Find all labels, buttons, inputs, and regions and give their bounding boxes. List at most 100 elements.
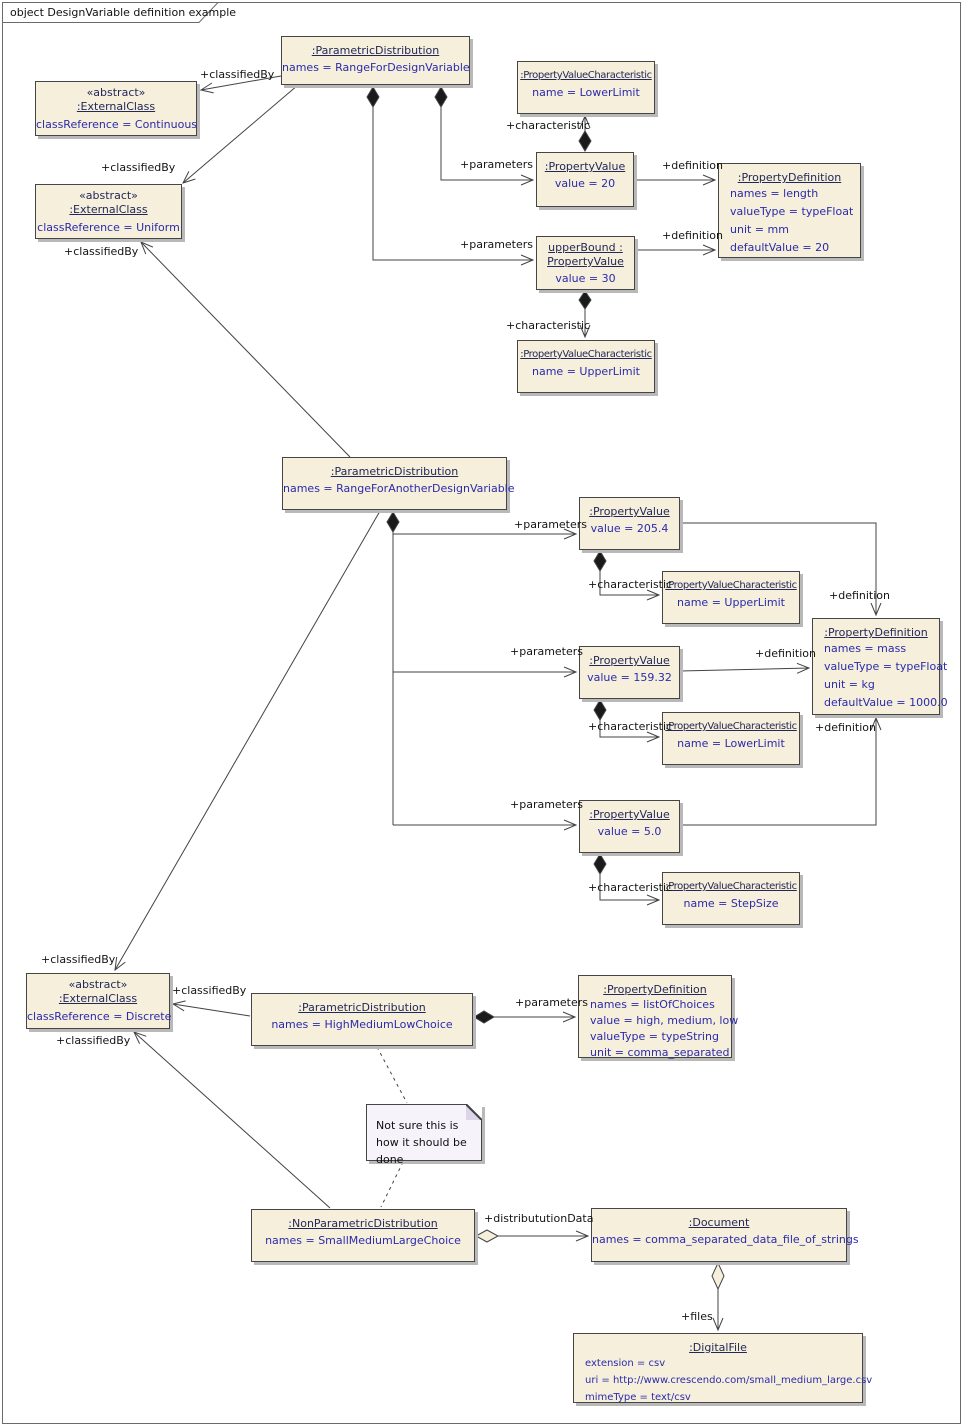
object-title: :PropertyValueCharacteristic xyxy=(520,70,652,81)
object-attr: name = LowerLimit xyxy=(677,737,785,750)
object-title: :PropertyValue xyxy=(589,505,670,518)
object-pvc-step-size[interactable]: :PropertyValueCharacteristic name = Step… xyxy=(662,872,800,925)
object-title: upperBound : xyxy=(548,241,623,254)
object-title: :PropertyDefinition xyxy=(737,171,842,184)
edge-label-classified-by: +classifiedBy xyxy=(101,161,176,174)
object-attr: value = 30 xyxy=(555,272,616,285)
edge-range-parameters-upperbound[interactable] xyxy=(366,86,533,260)
stereotype-label: «abstract» xyxy=(68,978,128,991)
edge-pv20-characteristic[interactable] xyxy=(578,116,592,152)
object-title: :ParametricDistribution xyxy=(311,44,440,57)
object-range-for-design-variable[interactable]: :ParametricDistribution names = RangeFor… xyxy=(281,36,470,85)
edge-label-parameters: +parameters xyxy=(460,238,534,251)
object-property-definition-list-of-choices[interactable]: :PropertyDefinition names = listOfChoice… xyxy=(578,975,738,1059)
object-pvc-upper-limit[interactable]: :PropertyValueCharacteristic name = Uppe… xyxy=(517,340,655,393)
object-attr: name = UpperLimit xyxy=(677,596,785,609)
edge-label-definition: +definition xyxy=(815,721,876,734)
object-attr: defaultValue = 20 xyxy=(730,241,830,254)
edge-label-parameters: +parameters xyxy=(514,518,588,531)
object-attr: value = 205.4 xyxy=(590,522,669,535)
edge-document-files[interactable] xyxy=(711,1261,725,1330)
edge-label-definition: +definition xyxy=(829,589,890,602)
object-property-value-20[interactable]: :PropertyValue value = 20 xyxy=(536,152,634,207)
stereotype-label: «abstract» xyxy=(86,86,146,99)
object-attr: valueType = typeFloat xyxy=(730,205,854,218)
edge-anotherrange-to-discrete[interactable] xyxy=(115,510,381,970)
edge-anotherrange-to-uniform[interactable] xyxy=(141,242,351,458)
object-attr: extension = csv xyxy=(585,1358,666,1369)
edge-pv205-characteristic[interactable] xyxy=(593,550,659,595)
edge-label-distribution-data: +distribututionData xyxy=(484,1212,594,1225)
edge-pv5-definition[interactable] xyxy=(680,718,876,826)
edge-pv159-characteristic[interactable] xyxy=(593,699,659,737)
edge-pv5-characteristic[interactable] xyxy=(593,853,659,900)
edge-range-to-continuous[interactable] xyxy=(201,75,282,90)
object-property-definition-mass[interactable]: :PropertyDefinition names = mass valueTy… xyxy=(812,618,948,715)
note[interactable]: Not sure this is how it should be done xyxy=(366,1104,482,1166)
object-document[interactable]: :Document names = comma_separated_data_f… xyxy=(591,1208,859,1262)
object-small-medium-large-choice[interactable]: :NonParametricDistribution names = Small… xyxy=(251,1209,475,1262)
object-title: :ParametricDistribution xyxy=(330,465,459,478)
edge-pv205-definition[interactable] xyxy=(680,522,876,615)
object-attr: value = 5.0 xyxy=(597,825,662,838)
object-attr: value = 20 xyxy=(554,177,616,190)
edge-range-parameters-pv20[interactable] xyxy=(434,86,533,180)
edge-label-parameters: +parameters xyxy=(515,996,589,1009)
edge-label-files: +files xyxy=(681,1310,713,1323)
object-attr: names = listOfChoices xyxy=(590,998,715,1011)
object-title: :ExternalClass xyxy=(76,100,156,113)
object-title: :DigitalFile xyxy=(689,1341,747,1354)
edge-label-classified-by: +classifiedBy xyxy=(200,68,275,81)
object-attr: defaultValue = 1000.0 xyxy=(824,696,948,709)
diagram-title-tab xyxy=(2,2,220,23)
edge-note-to-highmediumlow[interactable] xyxy=(376,1046,408,1104)
edge-pv159-definition[interactable] xyxy=(679,668,809,671)
edge-smallmediumlarge-to-discrete[interactable] xyxy=(134,1032,331,1209)
object-digital-file[interactable]: :DigitalFile extension = csv uri = http:… xyxy=(573,1333,872,1403)
object-title: :PropertyValueCharacteristic xyxy=(665,721,797,732)
object-attr: unit = comma_separated xyxy=(590,1046,730,1059)
edge-note-to-smallmediumlarge[interactable] xyxy=(380,1161,404,1208)
edge-range-to-uniform[interactable] xyxy=(183,84,299,183)
edge-smallmediumlarge-distributiondata[interactable] xyxy=(474,1229,588,1243)
edge-label-classified-by: +classifiedBy xyxy=(56,1034,131,1047)
edge-highmediumlow-parameters[interactable] xyxy=(473,1010,575,1024)
object-pvc-upper-limit-2[interactable]: :PropertyValueCharacteristic name = Uppe… xyxy=(662,571,800,624)
object-property-value-159-32[interactable]: :PropertyValue value = 159.32 xyxy=(579,646,680,699)
object-attr: valueType = typeString xyxy=(590,1030,719,1043)
object-title-line2: PropertyValue xyxy=(547,255,624,268)
object-attr: unit = mm xyxy=(730,223,789,236)
edge-label-definition: +definition xyxy=(662,159,723,172)
object-property-definition-length[interactable]: :PropertyDefinition names = length value… xyxy=(718,163,861,258)
edge-label-definition: +definition xyxy=(755,647,816,660)
object-external-class-continuous[interactable]: «abstract» :ExternalClass classReference… xyxy=(35,81,197,136)
edge-label-classified-by: +classifiedBy xyxy=(64,245,139,258)
edge-upperbound-characteristic[interactable] xyxy=(578,290,592,337)
edge-highmediumlow-to-discrete[interactable] xyxy=(173,1004,251,1017)
object-attr: unit = kg xyxy=(824,678,875,691)
object-title: :PropertyValueCharacteristic xyxy=(520,349,652,360)
object-attr: classReference = Uniform xyxy=(37,221,180,234)
object-attr: value = 159.32 xyxy=(587,671,672,684)
object-high-medium-low-choice[interactable]: :ParametricDistribution names = HighMedi… xyxy=(251,993,473,1046)
object-external-class-uniform[interactable]: «abstract» :ExternalClass classReference… xyxy=(35,184,182,239)
object-range-for-another-design-variable[interactable]: :ParametricDistribution names = RangeFor… xyxy=(282,457,515,510)
object-property-value-5-0[interactable]: :PropertyValue value = 5.0 xyxy=(579,800,680,853)
edge-label-definition: +definition xyxy=(662,229,723,242)
object-upper-bound-property-value[interactable]: upperBound : PropertyValue value = 30 xyxy=(536,236,635,290)
object-external-class-discrete[interactable]: «abstract» :ExternalClass classReference… xyxy=(26,973,171,1029)
edge-anotherrange-parameters-trunk[interactable] xyxy=(386,511,400,825)
object-attr: names = mass xyxy=(824,642,907,655)
object-property-value-205-4[interactable]: :PropertyValue value = 205.4 xyxy=(579,497,680,550)
diagram-title: object DesignVariable definition example xyxy=(10,6,237,19)
object-title: :ExternalClass xyxy=(69,203,148,216)
edge-label-characteristic: +characteristic xyxy=(506,119,591,132)
object-title: :ExternalClass xyxy=(58,992,138,1005)
object-title: :PropertyDefinition xyxy=(603,983,707,996)
object-title: :Document xyxy=(688,1216,750,1229)
object-pvc-lower-limit[interactable]: :PropertyValueCharacteristic name = Lowe… xyxy=(517,61,655,114)
object-pvc-lower-limit-2[interactable]: :PropertyValueCharacteristic name = Lowe… xyxy=(662,712,800,765)
edge-label-characteristic: +characteristic xyxy=(588,720,673,733)
